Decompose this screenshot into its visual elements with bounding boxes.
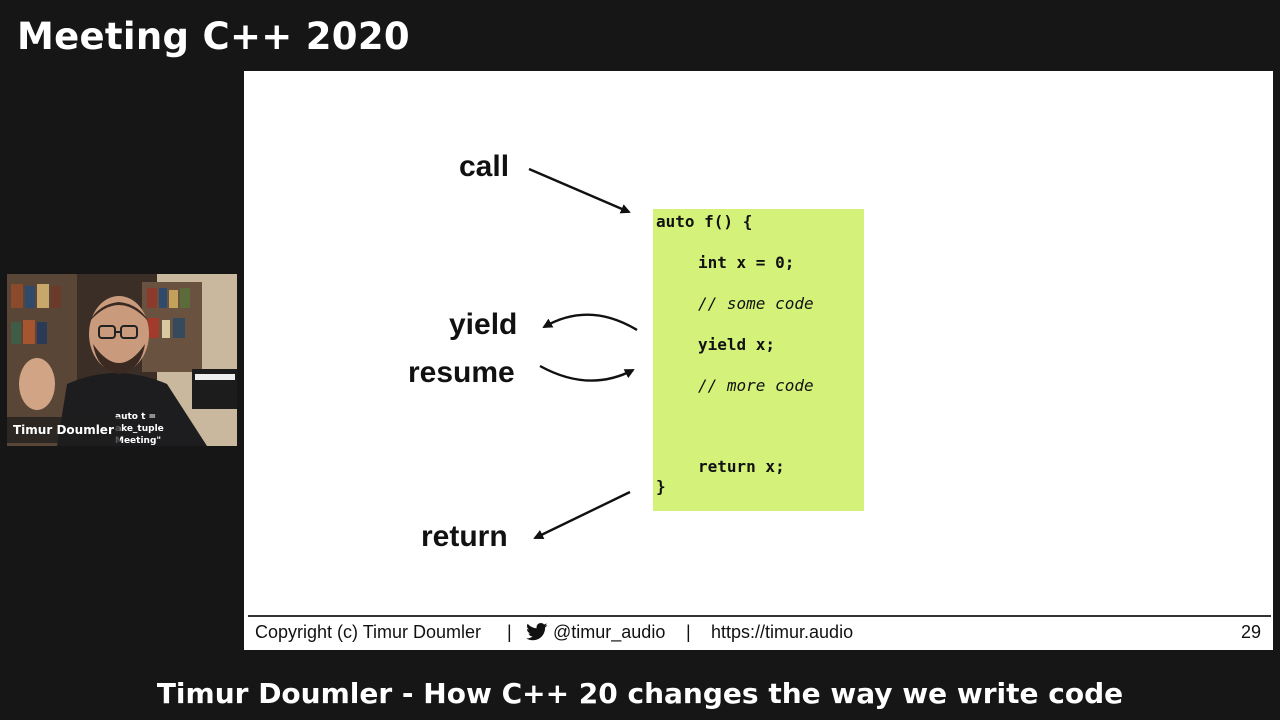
flow-arrows (528, 167, 638, 540)
yield-arrow (542, 313, 638, 332)
footer-copyright: Copyright (c) Timur Doumler (255, 622, 482, 642)
coroutine-code-block: auto f() { int x = 0; // some code yield… (653, 209, 864, 511)
footer-website[interactable]: https://timur.audio (711, 622, 854, 642)
event-title: Meeting C++ 2020 (17, 15, 410, 58)
slide-page-number: 29 (1240, 622, 1261, 642)
code-line-comment-2: // more code (698, 376, 814, 395)
footer-divider (248, 615, 1271, 617)
code-line-signature: auto f() { (656, 212, 753, 231)
label-return: return (421, 520, 508, 553)
code-line-close-brace: } (656, 477, 666, 496)
slide-footer: Copyright (c) Timur Doumler | @timur_aud… (255, 621, 1261, 643)
label-call: call (459, 150, 510, 183)
return-arrow (533, 490, 631, 540)
footer-separator: | (507, 622, 512, 642)
label-resume: resume (408, 356, 515, 389)
shirt-text-line: ake_tuple (115, 424, 164, 434)
label-yield: yield (449, 308, 518, 341)
footer-separator: | (686, 622, 691, 642)
code-line-declaration: int x = 0; (698, 253, 795, 272)
call-arrow (528, 167, 631, 214)
code-line-return: return x; (698, 457, 785, 476)
shirt-text-line: Meeting" (115, 436, 161, 446)
talk-title: Timur Doumler - How C++ 20 changes the w… (156, 677, 1124, 710)
presentation-slide: call yield resume return auto f() { int … (244, 71, 1273, 650)
presenter-name-tag: Timur Doumler (7, 417, 120, 443)
shirt-text-line: auto t = (115, 412, 156, 422)
footer-twitter-handle[interactable]: @timur_audio (553, 622, 666, 642)
resume-arrow (539, 364, 635, 382)
twitter-bird-icon (526, 623, 548, 641)
code-line-comment-1: // some code (698, 294, 814, 313)
code-line-yield: yield x; (698, 335, 776, 354)
